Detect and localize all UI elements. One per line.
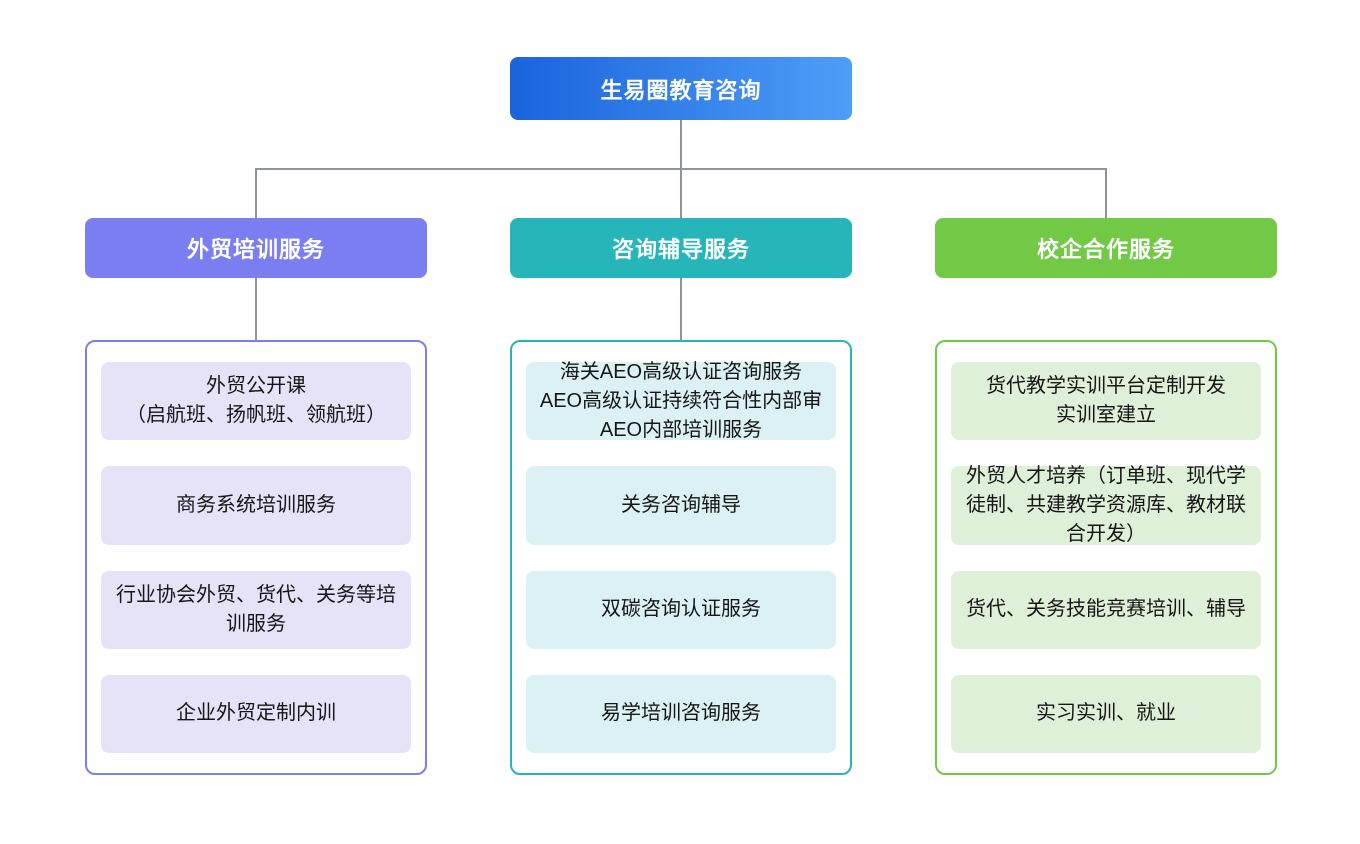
root-node-label: 生易圈教育咨询 bbox=[600, 77, 762, 103]
branch-header-trade-training: 外贸培训服务 bbox=[85, 218, 427, 278]
branch-item: 外贸公开课 （启航班、扬帆班、领航班） bbox=[101, 362, 411, 441]
branch-item-label: 外贸人才培养（订单班、现代学徒制、共建教学资源库、教材联合开发） bbox=[966, 464, 1246, 545]
connector-root-down bbox=[680, 120, 682, 169]
branch-item: 货代教学实训平台定制开发 实训室建立 bbox=[951, 362, 1261, 441]
branch-item-label: 行业协会外贸、货代、关务等培训服务 bbox=[116, 583, 396, 635]
branch-item: 海关AEO高级认证咨询服务 AEO高级认证持续符合性内部审 AEO内部培训服务 bbox=[526, 361, 836, 441]
branch-item: 关务咨询辅导 bbox=[526, 466, 836, 545]
branch-header-school-enterprise: 校企合作服务 bbox=[935, 218, 1277, 278]
branch-item: 行业协会外贸、货代、关务等培训服务 bbox=[101, 570, 411, 649]
connector-header-container-left bbox=[255, 278, 257, 340]
branch-item: 易学培训咨询服务 bbox=[526, 674, 836, 753]
branch-item-label: 易学培训咨询服务 bbox=[601, 702, 761, 725]
branch-item-label: 货代教学实训平台定制开发 实训室建立 bbox=[986, 375, 1226, 427]
branch-item-label: 海关AEO高级认证咨询服务 AEO高级认证持续符合性内部审 AEO内部培训服务 bbox=[539, 360, 823, 441]
branch-header-label: 外贸培训服务 bbox=[186, 237, 325, 262]
branch-container-trade-training: 外贸公开课 （启航班、扬帆班、领航班） 商务系统培训服务 行业协会外贸、货代、关… bbox=[85, 340, 427, 775]
root-node: 生易圈教育咨询 bbox=[510, 57, 852, 120]
branch-header-consulting: 咨询辅导服务 bbox=[510, 218, 852, 278]
branch-item: 货代、关务技能竞赛培训、辅导 bbox=[951, 570, 1261, 649]
branch-header-label: 咨询辅导服务 bbox=[611, 237, 750, 262]
branch-item: 外贸人才培养（订单班、现代学徒制、共建教学资源库、教材联合开发） bbox=[951, 465, 1261, 545]
branch-item-label: 关务咨询辅导 bbox=[621, 493, 741, 516]
branch-item: 商务系统培训服务 bbox=[101, 466, 411, 545]
connector-drop-left bbox=[255, 168, 257, 218]
branch-header-label: 校企合作服务 bbox=[1036, 237, 1175, 262]
branch-item-label: 实习实训、就业 bbox=[1036, 702, 1176, 725]
connector-header-container-middle bbox=[680, 278, 682, 340]
branch-container-consulting: 海关AEO高级认证咨询服务 AEO高级认证持续符合性内部审 AEO内部培训服务 … bbox=[510, 340, 852, 775]
branch-item-label: 外贸公开课 （启航班、扬帆班、领航班） bbox=[126, 375, 386, 427]
connector-drop-middle bbox=[680, 168, 682, 218]
branch-item-label: 双碳咨询认证服务 bbox=[601, 598, 761, 621]
branch-item-label: 企业外贸定制内训 bbox=[176, 702, 336, 725]
branch-item-label: 货代、关务技能竞赛培训、辅导 bbox=[966, 598, 1246, 621]
branch-item: 企业外贸定制内训 bbox=[101, 674, 411, 753]
branch-item: 双碳咨询认证服务 bbox=[526, 570, 836, 649]
connector-drop-right bbox=[1105, 168, 1107, 218]
branch-container-school-enterprise: 货代教学实训平台定制开发 实训室建立 外贸人才培养（订单班、现代学徒制、共建教学… bbox=[935, 340, 1277, 775]
branch-item-label: 商务系统培训服务 bbox=[176, 493, 336, 516]
branch-item: 实习实训、就业 bbox=[951, 674, 1261, 753]
